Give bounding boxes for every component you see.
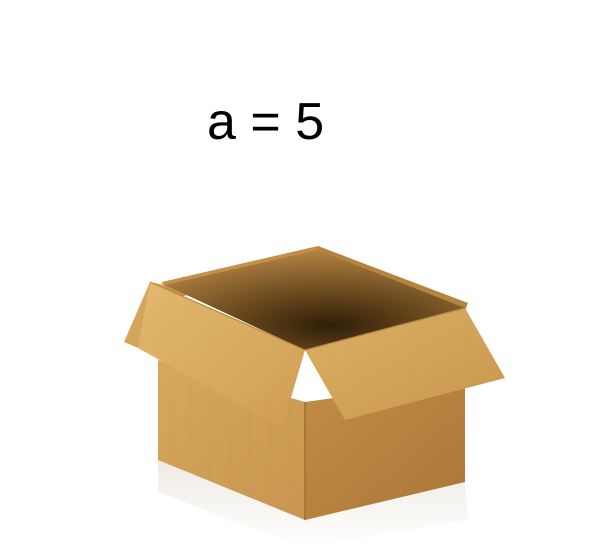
- equals-sign: =: [250, 93, 281, 151]
- variable-assignment: a = 5: [207, 92, 324, 152]
- front-right-flap-edge: [304, 307, 466, 351]
- floor-shadow: [158, 452, 468, 548]
- front-left-flap: [138, 282, 305, 428]
- box-interior: [165, 250, 465, 350]
- front-left-flap-edge: [149, 281, 306, 351]
- front-right-flap: [305, 308, 505, 420]
- cardboard-texture: [169, 370, 291, 510]
- variable-name: a: [207, 93, 236, 151]
- variable-value: 5: [295, 93, 325, 151]
